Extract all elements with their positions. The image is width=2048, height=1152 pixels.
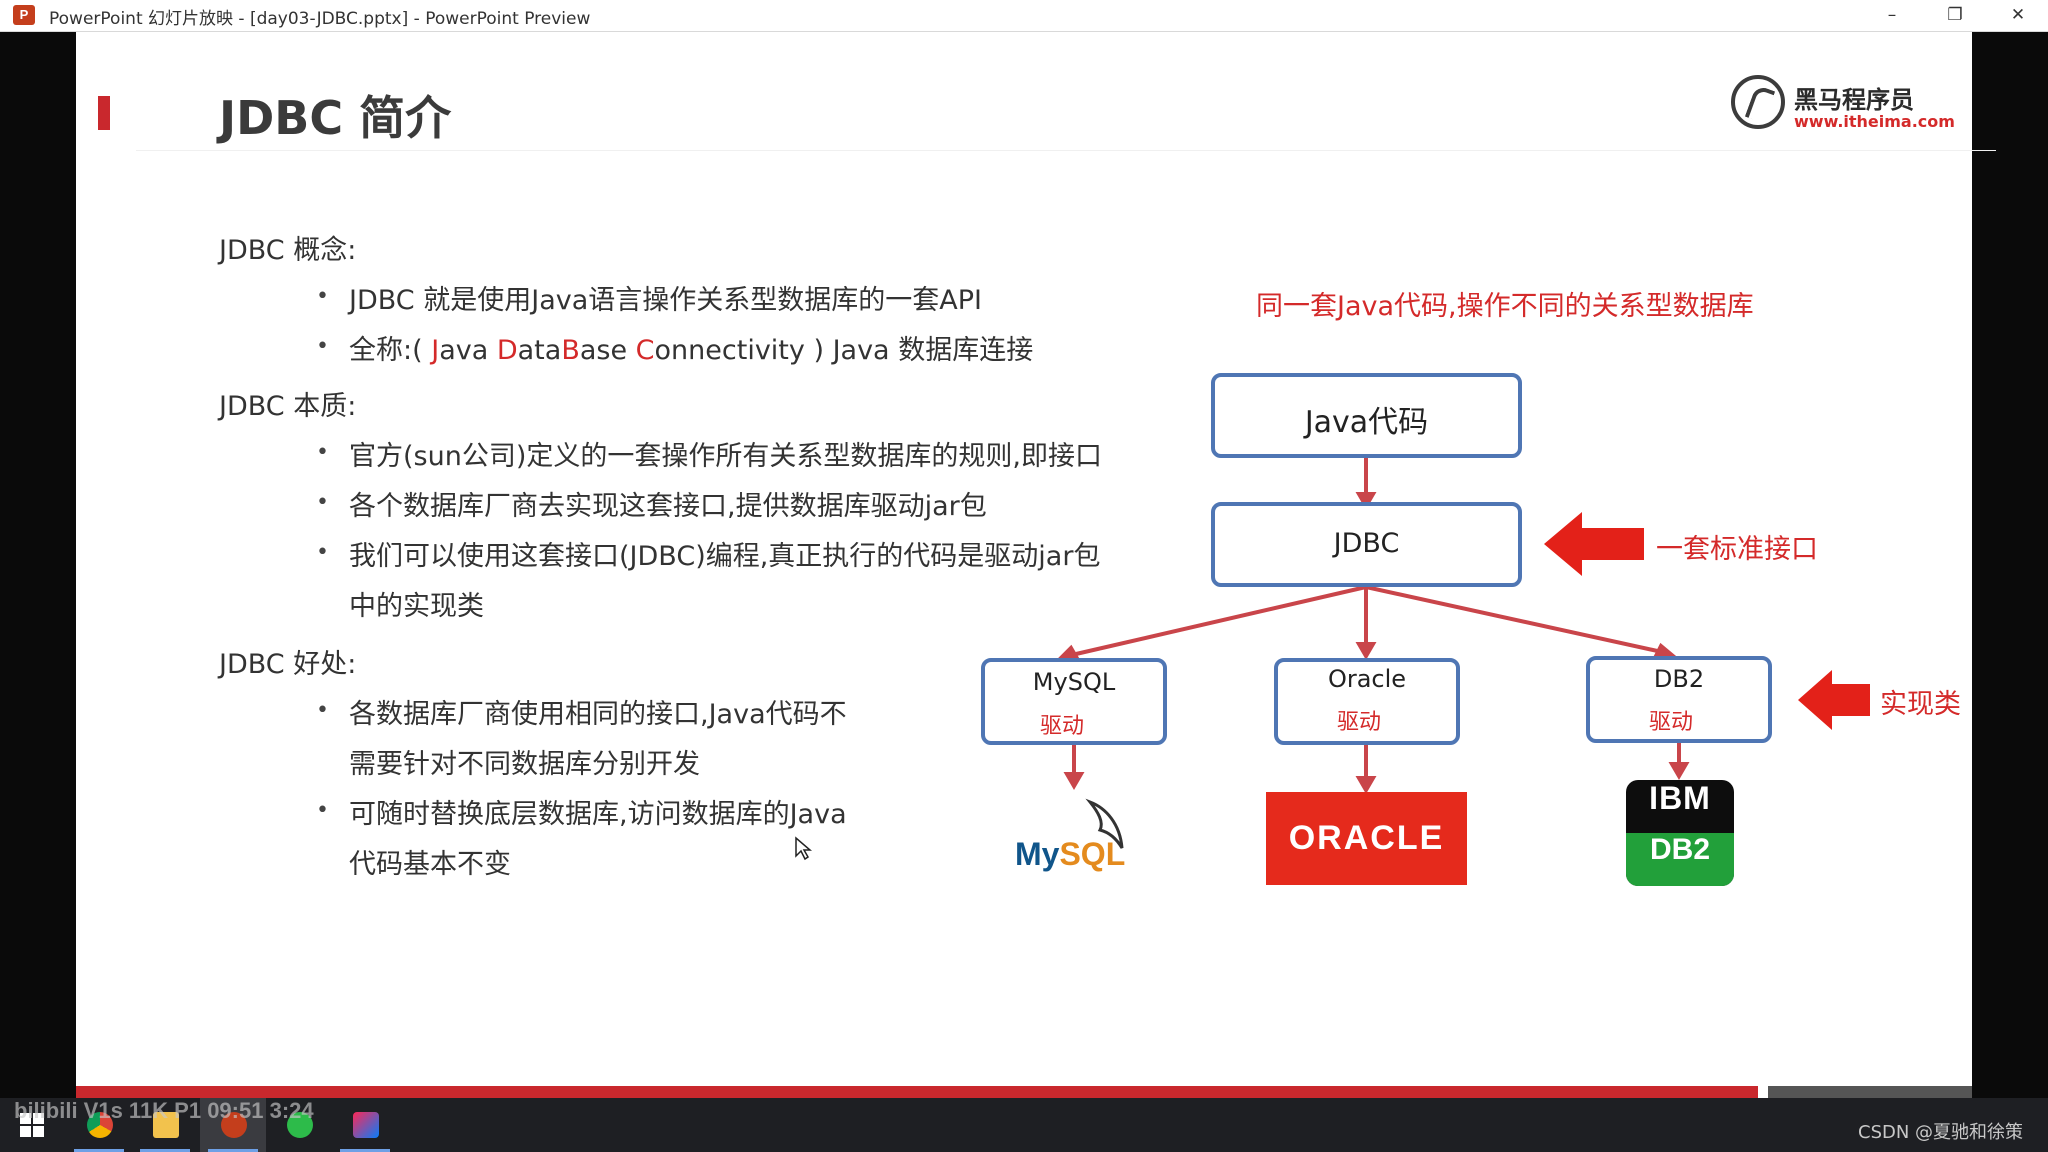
itheima-logo-icon — [1731, 75, 1785, 129]
db2-logo-text: DB2 — [1626, 833, 1734, 886]
arrowhead — [1355, 776, 1377, 794]
chrome-icon — [87, 1112, 113, 1138]
active-indicator — [208, 1149, 258, 1152]
title-accent-bar — [98, 96, 110, 130]
taskbar-intellij[interactable] — [332, 1098, 398, 1152]
mysql-logo: MySQL — [1015, 836, 1126, 872]
mysql-dolphin-icon — [1085, 798, 1124, 849]
bullet-icon: • — [316, 440, 329, 465]
connector-jdbc-db2 — [1365, 585, 1663, 654]
folder-icon — [153, 1112, 179, 1138]
jdbc-label: JDBC — [1333, 528, 1400, 559]
benefits-bullet-2: 可随时替换底层数据库,访问数据库的Java — [349, 799, 847, 830]
window-title: PowerPoint 幻灯片放映 - [day03-JDBC.pptx] - P… — [49, 9, 591, 29]
window-title-bar: P PowerPoint 幻灯片放映 - [day03-JDBC.pptx] -… — [0, 0, 2048, 32]
interface-label: 一套标准接口 — [1656, 534, 1818, 565]
slide-footer-bar — [76, 1086, 1758, 1098]
jdbc-box: JDBC — [1211, 502, 1522, 587]
powerpoint-icon — [221, 1112, 247, 1138]
impl-label: 实现类 — [1880, 689, 1961, 720]
mysql-driver-sub: 驱动 — [1039, 714, 1084, 739]
essence-bullet-2: 各个数据库厂商去实现这套接口,提供数据库驱动jar包 — [349, 491, 987, 522]
arrowhead — [1668, 762, 1690, 780]
mysql-driver-name: MySQL — [1032, 668, 1116, 696]
taskbar-powerpoint[interactable] — [200, 1098, 266, 1152]
title-divider — [136, 150, 1996, 151]
start-button[interactable] — [0, 1098, 66, 1152]
mouse-cursor-icon — [795, 836, 812, 861]
bullet-icon: • — [316, 490, 329, 515]
bullet-icon: • — [316, 284, 329, 309]
restore-button[interactable]: ❐ — [1947, 5, 1963, 25]
close-button[interactable]: ✕ — [2010, 5, 2026, 25]
ibm-db2-logo: IBM DB2 — [1626, 780, 1734, 886]
taskbar-explorer[interactable] — [132, 1098, 198, 1152]
essence-bullet-3: 我们可以使用这套接口(JDBC)编程,真正执行的代码是驱动jar包 — [349, 541, 1101, 572]
minimize-button[interactable]: – — [1887, 5, 1897, 25]
db2-driver-sub: 驱动 — [1648, 710, 1693, 735]
taskbar — [0, 1098, 2048, 1152]
bullet-icon: • — [316, 798, 329, 823]
bullet-icon: • — [316, 698, 329, 723]
bullet-icon: • — [316, 334, 329, 359]
powerpoint-icon: P — [13, 5, 35, 25]
essence-bullet-1: 官方(sun公司)定义的一套操作所有关系型数据库的规则,即接口 — [349, 441, 1102, 472]
taskbar-chrome[interactable] — [66, 1098, 132, 1152]
bullet-icon: • — [316, 540, 329, 565]
essence-bullet-3-cont: 中的实现类 — [349, 591, 484, 622]
diagram-connectors — [1056, 456, 1870, 849]
intellij-icon — [353, 1112, 379, 1138]
video-overlay-text: bilibili V1s 11K P1 09:51 3:24 — [14, 1098, 314, 1123]
section-heading-essence: JDBC 本质: — [219, 391, 357, 422]
ibm-logo-text: IBM — [1649, 780, 1711, 816]
arrowhead — [1063, 772, 1085, 790]
csdn-watermark: CSDN @夏驰和徐策 — [1858, 1122, 2024, 1143]
mysql-driver-box: MySQL 驱动 — [981, 658, 1167, 745]
interface-arrow-icon — [1544, 512, 1644, 576]
benefits-bullet-2-cont: 代码基本不变 — [349, 849, 511, 880]
diagram-note: 同一套Java代码,操作不同的关系型数据库 — [1256, 291, 1754, 322]
slide-title: JDBC 简介 — [219, 91, 452, 145]
impl-arrow-icon — [1798, 670, 1870, 730]
logo-url: www.itheima.com — [1794, 112, 1955, 131]
java-code-label: Java代码 — [1304, 405, 1429, 440]
active-indicator — [74, 1149, 124, 1152]
logo-name: 黑马程序员 — [1794, 86, 1914, 114]
db2-driver-name: DB2 — [1653, 665, 1705, 693]
benefits-bullet-1: 各数据库厂商使用相同的接口,Java代码不 — [349, 699, 847, 730]
oracle-driver-box: Oracle 驱动 — [1274, 658, 1460, 745]
connector-jdbc-mysql — [1075, 585, 1367, 656]
section-heading-benefits: JDBC 好处: — [219, 649, 357, 680]
slide: JDBC 简介 黑马程序员 www.itheima.com JDBC 概念: •… — [76, 32, 1996, 1098]
oracle-driver-name: Oracle — [1327, 665, 1407, 693]
arrowhead — [1355, 642, 1377, 660]
concept-bullet-fullname: 全称:( Java DataBase Connectivity ) Java 数… — [349, 335, 1034, 366]
active-indicator — [140, 1149, 190, 1152]
benefits-bullet-1-cont: 需要针对不同数据库分别开发 — [349, 749, 700, 780]
wechat-icon — [287, 1112, 313, 1138]
db2-driver-box: DB2 驱动 — [1586, 656, 1772, 743]
active-indicator — [340, 1149, 390, 1152]
oracle-driver-sub: 驱动 — [1336, 710, 1381, 735]
taskbar-wechat[interactable] — [266, 1098, 332, 1152]
windows-icon — [20, 1113, 44, 1137]
concept-bullet-1: JDBC 就是使用Java语言操作关系型数据库的一套API — [349, 285, 982, 316]
java-code-box: Java代码 — [1211, 373, 1522, 458]
slide-footer-bar-dark — [1768, 1086, 1972, 1098]
section-heading-concept: JDBC 概念: — [219, 235, 357, 266]
oracle-logo: ORACLE — [1266, 792, 1467, 885]
arrowhead — [1355, 492, 1377, 510]
